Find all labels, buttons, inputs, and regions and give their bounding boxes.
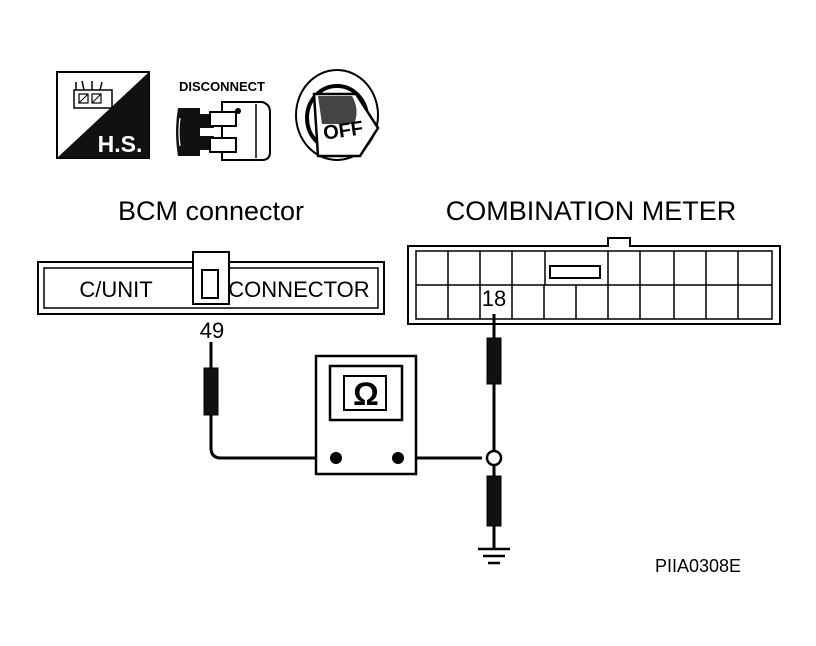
bcm-pin-49: 49 [200, 318, 224, 343]
ignition-off-icon: OFF [295, 69, 380, 161]
combination-meter-title: COMBINATION METER [446, 196, 737, 226]
figure-code: PIIA0308E [655, 556, 741, 576]
connector-label: CONNECTOR [228, 277, 369, 302]
harness-side-icon: H.S. [56, 71, 150, 159]
c-unit-label: C/UNIT [79, 277, 152, 302]
hs-label: H.S. [98, 131, 143, 157]
bcm-connector: C/UNIT CONNECTOR 49 [37, 251, 385, 343]
probe-ground [486, 475, 502, 527]
ground-icon [478, 547, 510, 565]
disconnect-label: DISCONNECT [179, 79, 265, 94]
ohmmeter: Ω [314, 354, 418, 476]
meter-pin-18: 18 [482, 286, 506, 311]
probe-bcm [203, 367, 219, 416]
junction-node [485, 449, 503, 467]
ohmmeter-terminal-left [330, 452, 342, 464]
ohmmeter-terminal-right [392, 452, 404, 464]
disconnect-icon: DISCONNECT [176, 79, 271, 161]
bcm-connector-title: BCM connector [118, 196, 304, 226]
terminal-grid [447, 251, 739, 319]
ohm-symbol: Ω [353, 376, 379, 412]
combination-meter-connector: 18 [407, 237, 781, 325]
connector-sketch-icon [73, 80, 113, 109]
probe-meter [486, 337, 502, 385]
